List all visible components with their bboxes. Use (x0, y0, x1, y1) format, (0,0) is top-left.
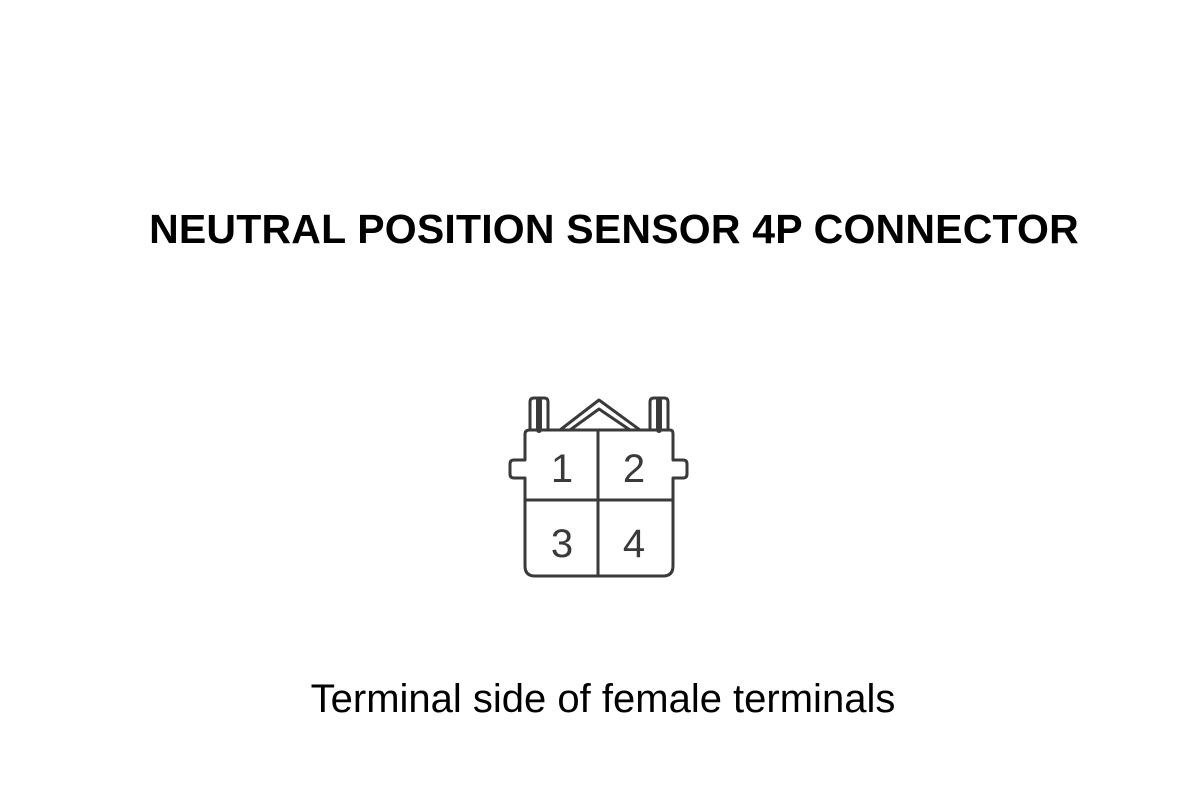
pin-label-4: 4 (623, 522, 645, 566)
connector-housing (508, 428, 689, 578)
connector-4p-illustration: 1 2 3 4 (508, 396, 689, 578)
pin-label-1: 1 (551, 447, 573, 491)
pin-label-3: 3 (551, 522, 573, 566)
diagram-caption: Terminal side of female terminals (310, 677, 896, 721)
connector-diagram: 1 2 3 4 (500, 390, 700, 590)
pin-label-2: 2 (623, 447, 645, 491)
diagram-title: NEUTRAL POSITION SENSOR 4P CONNECTOR (149, 206, 1079, 252)
connector-lock-tab-inner (568, 407, 632, 432)
connector-lock-tab (558, 398, 642, 432)
